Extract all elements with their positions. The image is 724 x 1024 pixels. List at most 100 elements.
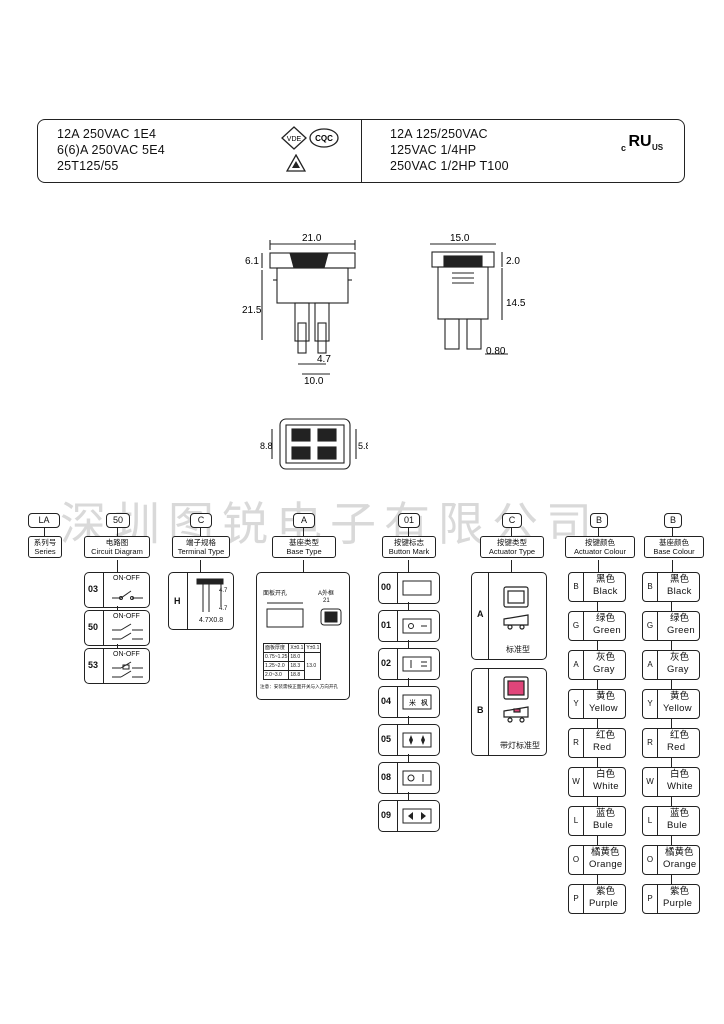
colour-cn: 蓝色 — [596, 808, 616, 819]
colour-code: B — [569, 573, 584, 601]
dim-front-top: 6.1 — [245, 256, 259, 267]
spec-divider — [361, 120, 362, 182]
colour-cn: 红色 — [670, 730, 690, 741]
colour-en: White — [593, 781, 619, 792]
dim-side-height: 14.5 — [506, 298, 526, 309]
button-mark-icon — [402, 732, 432, 748]
triangle-cert-icon — [286, 154, 306, 172]
circuit-option[interactable]: 50 ON-OFF — [84, 610, 150, 646]
button-mark-icon — [402, 656, 432, 672]
button-mark-option[interactable]: 05 — [378, 724, 440, 756]
colour-cn: 白色 — [596, 769, 616, 780]
colour-en: Bule — [667, 820, 688, 831]
dim-front-pitch: 10.0 — [304, 376, 324, 387]
colour-en: White — [667, 781, 693, 792]
spec-left-line: 12A 250VAC 1E4 — [57, 127, 157, 141]
colour-cn: 紫色 — [596, 886, 616, 897]
button-mark-option[interactable]: 01 — [378, 610, 440, 642]
button-mark-option[interactable]: 04 米枫 — [378, 686, 440, 718]
colour-cn: 黑色 — [670, 574, 690, 585]
colour-code: O — [569, 846, 584, 874]
colour-code: W — [569, 768, 584, 796]
button-mark-code: 04 — [381, 696, 392, 706]
button-mark-code: 02 — [381, 658, 392, 668]
colour-code: R — [569, 729, 584, 757]
spec-right-line: 12A 125/250VAC — [390, 127, 488, 141]
button-mark-option[interactable]: 02 — [378, 648, 440, 680]
code-button-mark: 01 — [398, 513, 420, 528]
spec-box: 12A 250VAC 1E4 6(6)A 250VAC 5E4 25T125/5… — [37, 119, 685, 183]
cqc-logo-icon: CQC — [309, 128, 339, 148]
button-mark-option[interactable]: 00 — [378, 572, 440, 604]
dim-bottom-left: 8.8 — [260, 441, 273, 451]
terminal-option[interactable]: H 4.7 4.7 4.7X0.8 — [168, 572, 234, 630]
colour-code: P — [569, 885, 584, 913]
colour-en: Orange — [589, 859, 623, 870]
spec-left-line: 25T125/55 — [57, 159, 119, 173]
ul-us-mark: US — [652, 143, 664, 152]
colour-en: Purple — [589, 898, 619, 909]
colour-code: R — [643, 729, 658, 757]
code-base-colour: B — [664, 513, 682, 528]
colour-cn: 绿色 — [596, 613, 616, 624]
code-circuit: 50 — [106, 513, 130, 528]
colour-en: Orange — [663, 859, 697, 870]
colour-code: A — [643, 651, 658, 679]
ul-logo-icon: RU — [628, 133, 651, 150]
colour-en: Gray — [593, 664, 615, 675]
button-mark-option[interactable]: 08 — [378, 762, 440, 794]
ul-logo-text: RU — [628, 133, 651, 150]
colour-cn: 灰色 — [596, 652, 616, 663]
colour-code: Y — [569, 690, 584, 718]
colour-cn: 红色 — [596, 730, 616, 741]
dim-side-thickness: 0.80 — [486, 346, 506, 357]
button-mark-option[interactable]: 09 — [378, 800, 440, 832]
button-mark-code: 08 — [381, 772, 392, 782]
colour-en: Yellow — [663, 703, 692, 714]
code-base-type: A — [293, 513, 315, 528]
colour-cn: 灰色 — [670, 652, 690, 663]
colour-en: Green — [667, 625, 695, 636]
colour-code: L — [569, 807, 584, 835]
circuit-option[interactable]: 03 ON-OFF — [84, 572, 150, 608]
button-mark-code: 09 — [381, 810, 392, 820]
spec-right-line: 125VAC 1/4HP — [390, 143, 477, 157]
button-mark-icon — [402, 808, 432, 824]
colour-cn: 紫色 — [670, 886, 690, 897]
colour-code: G — [643, 612, 658, 640]
spec-right-line: 250VAC 1/2HP T100 — [390, 159, 509, 173]
circuit-option[interactable]: 53 ON-OFF — [84, 648, 150, 684]
actuator-option[interactable]: B 带灯标准型 — [471, 668, 547, 756]
vde-logo-text: VDE — [287, 136, 302, 143]
button-mark-icon: 米枫 — [402, 694, 432, 710]
colour-en: Red — [593, 742, 612, 753]
colour-en: Yellow — [589, 703, 618, 714]
actuator-option[interactable]: A 标准型 — [471, 572, 547, 660]
colour-code: A — [569, 651, 584, 679]
dim-side-top: 2.0 — [506, 256, 520, 267]
